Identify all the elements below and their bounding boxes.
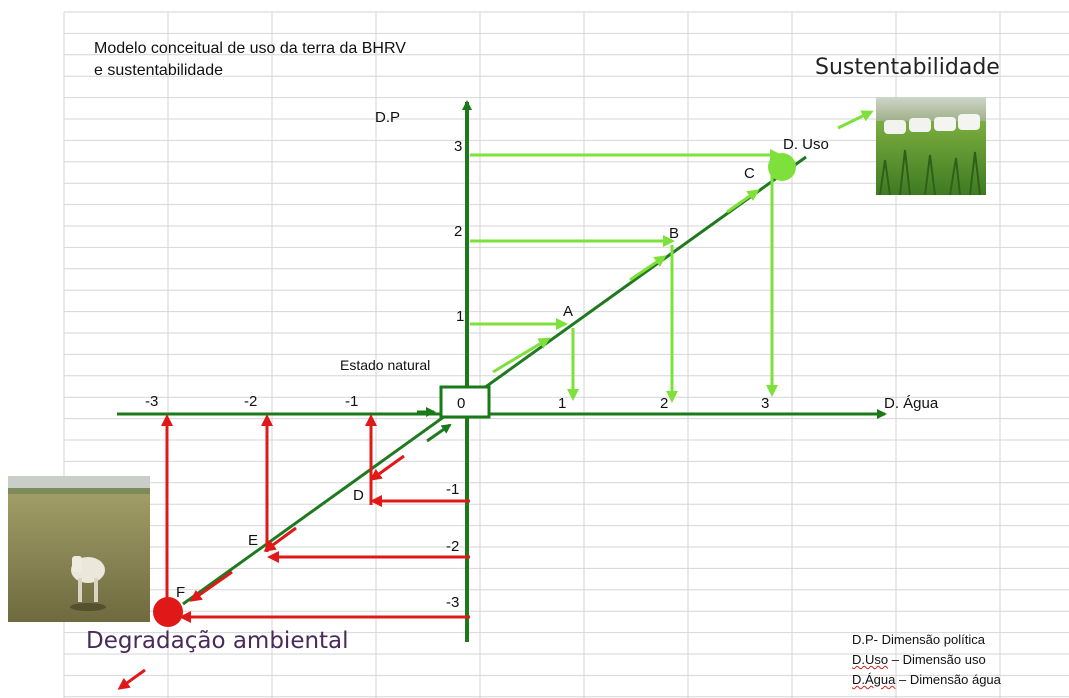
sustainability-label: Sustentabilidade xyxy=(815,55,1000,80)
point-B: B xyxy=(669,225,679,242)
y-tick-3: 3 xyxy=(454,138,462,155)
endpoint-negative-dot xyxy=(153,597,183,627)
legend-dagua: D.Água – Dimensão água xyxy=(852,670,1001,690)
point-C: C xyxy=(744,165,755,182)
y-axis-label: D.P xyxy=(375,109,400,126)
legend: D.P- Dimensão política D.Uso – Dimensão … xyxy=(852,630,1001,690)
degradation-label: Degradação ambiental xyxy=(86,628,349,654)
legend-dagua-rest: – Dimensão água xyxy=(895,672,1001,687)
diagonal-line xyxy=(182,155,807,606)
diag-red-seg-2 xyxy=(263,526,297,552)
legend-duso-key: D.Uso xyxy=(852,652,889,667)
y-tick-1: 1 xyxy=(456,308,464,325)
diag-seg-3 xyxy=(726,189,760,214)
diag-seg-1 xyxy=(492,337,551,374)
background-grid xyxy=(63,11,1069,698)
endpoint-positive-dot xyxy=(768,153,796,181)
diag-seg-2 xyxy=(629,255,667,282)
x-tick-minus-2: -2 xyxy=(244,393,257,410)
y-tick-minus-2: -2 xyxy=(446,538,459,555)
x-tick-3: 3 xyxy=(761,395,769,412)
sustainability-arrow xyxy=(837,110,874,130)
x-tick-minus-3: -3 xyxy=(145,393,158,410)
diag-red-seg-1 xyxy=(369,454,405,481)
x-axis-label: D. Água xyxy=(884,395,939,412)
arrow-origin-link xyxy=(426,423,452,443)
title-line-1: Modelo conceitual de uso da terra da BHR… xyxy=(94,40,406,57)
degradation-arrow xyxy=(117,668,146,690)
origin-box xyxy=(439,385,491,419)
x-tick-minus-1: -1 xyxy=(345,393,358,410)
legend-dp: D.P- Dimensão política xyxy=(852,632,985,647)
point-D: D xyxy=(353,487,364,504)
x-tick-2: 2 xyxy=(660,395,668,412)
endpoint-positive-label: D. Uso xyxy=(783,136,829,153)
y-tick-minus-1: -1 xyxy=(446,481,459,498)
point-F: F xyxy=(176,584,185,601)
legend-duso: D.Uso – Dimensão uso xyxy=(852,650,1001,670)
origin-caption: Estado natural xyxy=(340,357,430,373)
diagram-title: Modelo conceitual de uso da terra da BHR… xyxy=(94,38,406,82)
y-tick-2: 2 xyxy=(454,223,462,240)
legend-dagua-key: D.Água xyxy=(852,672,896,687)
point-E: E xyxy=(248,532,258,549)
point-A: A xyxy=(563,303,573,320)
y-tick-minus-3: -3 xyxy=(446,594,459,611)
diag-red-seg-3 xyxy=(189,570,233,602)
positive-arrows xyxy=(470,110,874,403)
legend-duso-rest: – Dimensão uso xyxy=(888,652,986,667)
negative-arrows xyxy=(117,414,470,690)
degraded-pasture-photo xyxy=(8,476,150,622)
x-tick-1: 1 xyxy=(558,395,566,412)
origin-label: 0 xyxy=(457,395,465,412)
cattle-pasture-photo xyxy=(876,97,986,196)
title-line-2: e sustentabilidade xyxy=(94,62,223,79)
